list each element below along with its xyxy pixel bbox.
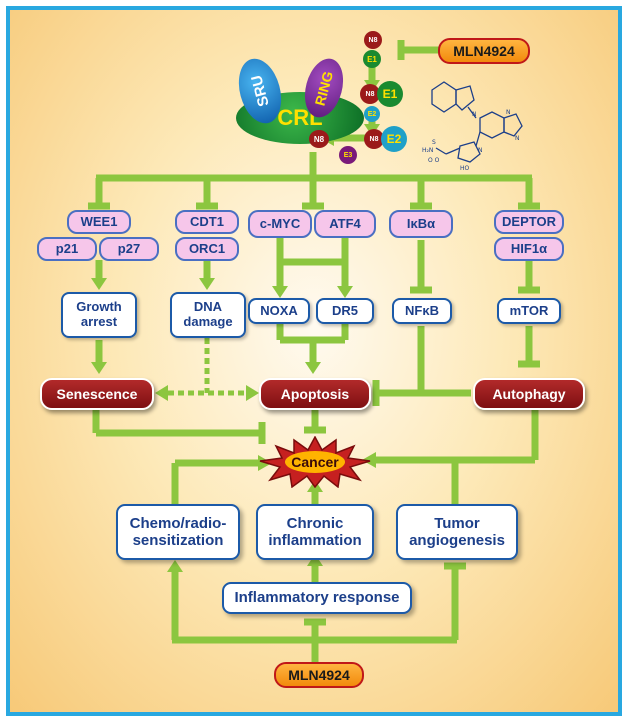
tumor-angiogenesis-box: Tumor angiogenesis [396, 504, 518, 560]
arrowhead-dr5 [337, 286, 353, 298]
atf4-box: ATF4 [314, 210, 376, 238]
autophagy-box: Autophagy [473, 378, 585, 410]
e1-big-circle: E1 [377, 81, 403, 107]
dr5-box: DR5 [316, 298, 374, 324]
n8-e1-circle: N8 [360, 84, 380, 104]
svg-text:H₂N: H₂N [422, 147, 433, 154]
growth-arrest-box: Growth arrest [61, 292, 137, 338]
arrowhead-sen [91, 362, 107, 374]
arrowhead-bus-chemo [167, 560, 183, 572]
e2-small-circle: E2 [364, 106, 380, 122]
ring-label: RING [311, 69, 337, 107]
dna-damage-box: DNA damage [170, 292, 246, 338]
mln4924-top-badge: MLN4924 [438, 38, 530, 64]
svg-text:N: N [472, 111, 477, 118]
mln4924-bottom-badge: MLN4924 [274, 662, 364, 688]
ikba-box: IκBα [389, 210, 453, 238]
arrowhead-dna [199, 278, 215, 290]
p27-box: p27 [99, 237, 159, 261]
cancer-starburst [259, 436, 371, 488]
arrowhead-apop [305, 362, 321, 374]
inflammatory-response-box: Inflammatory response [222, 582, 412, 614]
deptor-box: DEPTOR [494, 210, 564, 234]
n8-e2-circle: N8 [364, 129, 384, 149]
svg-text:S: S [432, 139, 436, 146]
sru-label: SRU [247, 73, 273, 109]
svg-text:N: N [515, 135, 520, 142]
cmyc-box: c-MYC [248, 210, 312, 238]
senescence-box: Senescence [40, 378, 154, 410]
apoptosis-box: Apoptosis [259, 378, 371, 410]
p21-box: p21 [37, 237, 97, 261]
arrowhead-growth [91, 278, 107, 290]
n8-crl-circle: N8 [309, 130, 329, 148]
arrowhead-noxa [272, 286, 288, 298]
svg-text:O O: O O [428, 157, 440, 164]
n8-free-circle: N8 [364, 31, 382, 49]
chemo-radio-sensitization-box: Chemo/radio-sensitization [116, 504, 240, 560]
chronic-inflammation-box: Chronic inflammation [256, 504, 374, 560]
noxa-box: NOXA [248, 298, 310, 324]
nfkb-box: NFκB [392, 298, 452, 324]
hif1a-box: HIF1α [494, 237, 564, 261]
mtor-box: mTOR [497, 298, 561, 324]
wee1-box: WEE1 [67, 210, 131, 234]
e1-small-circle: E1 [363, 50, 381, 68]
svg-text:N: N [478, 147, 483, 154]
arrowhead-aut-cancer [362, 452, 376, 468]
cdt1-box: CDT1 [175, 210, 239, 234]
arrowhead-infl-chronic [307, 554, 323, 566]
arrowhead-dashed-left [155, 385, 168, 401]
svg-text:HO: HO [460, 165, 470, 172]
e2-big-circle: E2 [381, 126, 407, 152]
arrowhead-dashed-right [246, 385, 259, 401]
svg-text:N: N [506, 109, 511, 116]
orc1-box: ORC1 [175, 237, 239, 261]
e3-circle: E3 [339, 146, 357, 164]
cancer-label: Cancer [291, 453, 339, 470]
